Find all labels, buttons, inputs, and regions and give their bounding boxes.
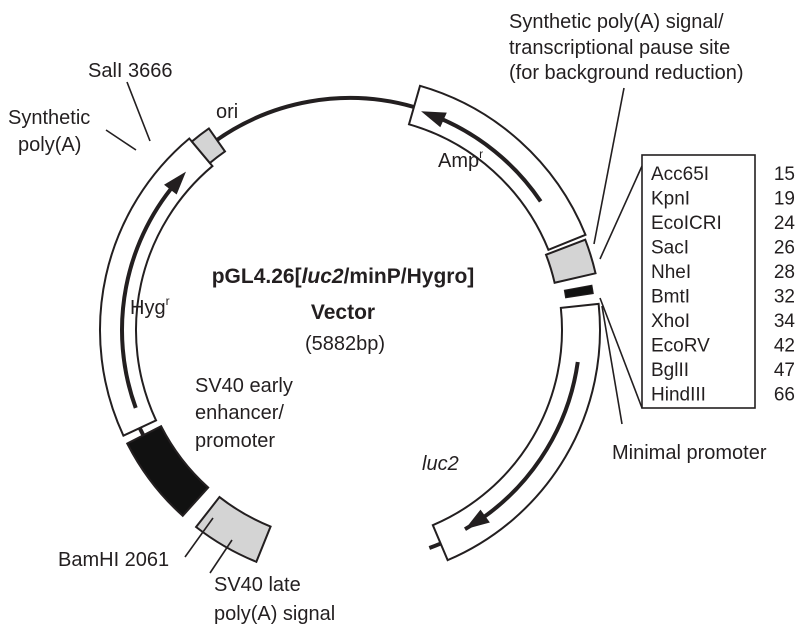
luc2-arrowhead (465, 509, 490, 530)
mcs-site-position: 34 (774, 311, 796, 332)
synthetic-polya-leader (105, 129, 137, 151)
mcs-site-position: 28 (774, 262, 795, 283)
mcs-site-name: XhoI (651, 311, 690, 332)
mcs-box (641, 154, 756, 409)
vector-title-line2: Vector (311, 301, 375, 324)
bamhi-label: BamHI 2061 (58, 549, 169, 571)
sv40-enhancer-label-2: enhancer/ (195, 402, 284, 424)
pause-site-block (544, 238, 597, 284)
backbone-segment (212, 96, 415, 144)
sv40-enhancer-label-1: SV40 early (195, 375, 293, 397)
synthetic-polya-label-2: poly(A) (18, 134, 81, 156)
vector-title-line1: pGL4.26[luc2/minP/Hygro] (212, 265, 475, 288)
pause-site-label-1: Synthetic poly(A) signal/ (509, 11, 724, 33)
pause-site-label-3: (for background reduction) (509, 62, 744, 84)
luc2-gene (431, 302, 601, 562)
mcs-site-name: BglII (651, 360, 689, 381)
hyg-label: Hygr (130, 294, 170, 319)
mcs-site-position: 24 (774, 213, 796, 234)
bamhi-leader (184, 517, 214, 558)
pause-site-label-2: transcriptional pause site (509, 37, 730, 59)
sali-leader (126, 81, 151, 142)
mcs-site-position: 15 (774, 164, 795, 185)
hyg-direction-arrow (120, 176, 183, 409)
mcs-site-name: NheI (651, 262, 691, 283)
mcs-site-position: 66 (774, 385, 795, 406)
sv40-enhancer-label-3: promoter (195, 430, 275, 452)
mcs-site-name: EcoICRI (651, 213, 722, 234)
synthetic-polya-block (190, 127, 227, 165)
mcs-site-position: 47 (774, 360, 795, 381)
backbone-segment (428, 541, 442, 550)
mcs-site-position: 19 (774, 189, 795, 210)
sv40-promoter-block (125, 424, 210, 518)
mcs-site-name: BmtI (651, 287, 690, 308)
leader-lines (105, 81, 643, 574)
mcs-leader-bottom (599, 297, 643, 409)
pause-site-leader (593, 87, 625, 245)
mcs-site-name: Acc65I (651, 164, 709, 185)
hyg-resistance-gene (99, 137, 214, 437)
luc2-label: luc2 (422, 453, 459, 475)
sv40-late-leader (209, 539, 233, 574)
amp-arrowhead (421, 111, 447, 128)
sv40-late-polya-block (194, 495, 272, 564)
minimal-promoter-block (563, 284, 594, 299)
amp-resistance-gene (407, 84, 587, 252)
minimal-promoter-leader (601, 305, 623, 425)
amp-label: Ampr (438, 147, 483, 172)
minimal-promoter-label: Minimal promoter (612, 442, 767, 464)
sv40-late-label-1: SV40 late (214, 574, 301, 596)
mcs-site-name: KpnI (651, 189, 690, 210)
amp-direction-arrow (435, 114, 543, 203)
mcs-site-position: 42 (774, 336, 795, 357)
mcs-site-name: SacI (651, 238, 689, 259)
mcs-site-name: EcoRV (651, 336, 710, 357)
sali-label: SalI 3666 (88, 60, 173, 82)
mcs-site-position: 32 (774, 287, 795, 308)
hyg-arrowhead (164, 171, 186, 195)
ori-label: ori (216, 101, 238, 123)
luc2-direction-arrow (463, 361, 580, 531)
vector-size: (5882bp) (305, 333, 385, 355)
mcs-site-position: 26 (774, 238, 795, 259)
mcs-site-name: HindIII (651, 385, 706, 406)
mcs-leader-top (599, 165, 643, 260)
sv40-late-label-2: poly(A) signal (214, 603, 335, 625)
synthetic-polya-label-1: Synthetic (8, 107, 90, 129)
